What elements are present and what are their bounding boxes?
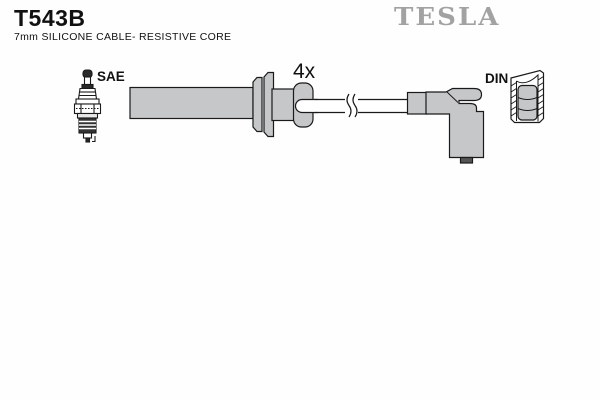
din-label: DIN <box>485 71 508 86</box>
cable <box>294 93 409 118</box>
cable-break-icon <box>345 93 358 118</box>
sae-label: SAE <box>97 69 125 84</box>
spark-plug-icon <box>73 69 102 143</box>
elbow-boot <box>406 87 485 164</box>
quantity-label: 4x <box>293 60 316 83</box>
product-subtitle: 7mm SILICONE CABLE- RESISTIVE CORE <box>14 31 232 43</box>
din-connector-cross-section <box>510 69 545 124</box>
straight-boot <box>129 71 314 138</box>
brand-logo: TESLA <box>394 4 501 32</box>
part-number: T543B <box>14 5 86 31</box>
